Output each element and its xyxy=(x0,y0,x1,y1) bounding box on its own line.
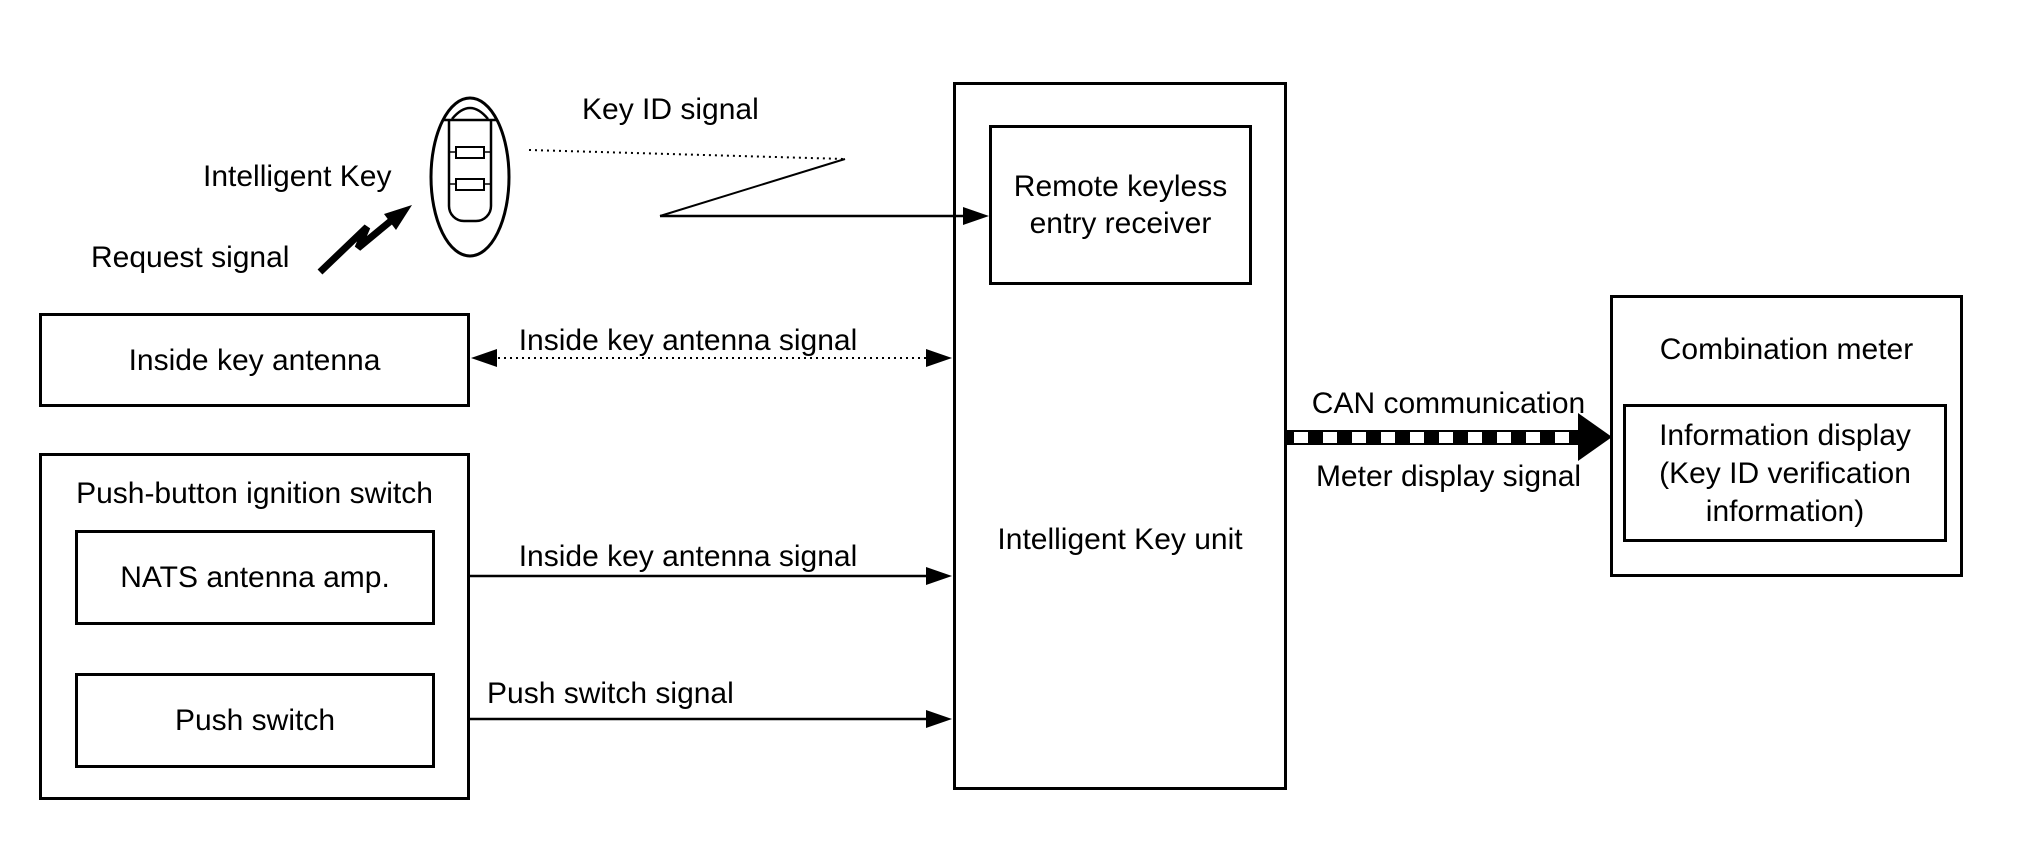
information-display-box: Information display (Key ID verification… xyxy=(1623,404,1947,542)
key-fob-icon xyxy=(429,96,511,258)
push-switch-box: Push switch xyxy=(75,673,435,768)
combination-meter-label: Combination meter xyxy=(1659,333,1914,366)
information-display-line-1: Information display xyxy=(1659,419,1911,452)
inside-key-antenna-box-label: Inside key antenna xyxy=(128,343,381,377)
key-id-signal-line xyxy=(528,149,989,225)
meter-display-signal-label: Meter display signal xyxy=(1315,460,1582,493)
nats-inside-key-antenna-signal-label: Inside key antenna signal xyxy=(518,540,858,573)
information-display-line-3: information) xyxy=(1705,495,1865,528)
intelligent-key-label: Intelligent Key xyxy=(203,160,392,193)
key-id-signal-label: Key ID signal xyxy=(582,93,759,126)
inside-key-antenna-signal-arrow xyxy=(471,349,952,367)
request-signal-arrow-icon xyxy=(317,205,412,275)
push-button-ignition-switch-label: Push-button ignition switch xyxy=(76,477,433,510)
can-communication-arrow xyxy=(1287,413,1612,461)
intelligent-key-unit-label: Intelligent Key unit xyxy=(997,523,1243,556)
nats-antenna-amp-label: NATS antenna amp. xyxy=(120,561,390,594)
inside-key-antenna-box: Inside key antenna xyxy=(39,313,470,407)
remote-keyless-entry-receiver-box: Remote keyless entry receiver xyxy=(989,125,1252,285)
push-switch-label: Push switch xyxy=(174,704,336,737)
can-communication-label: CAN communication xyxy=(1311,387,1586,420)
remote-keyless-entry-receiver-label: Remote keyless entry receiver xyxy=(1013,170,1228,240)
information-display-line-2: (Key ID verification xyxy=(1659,457,1911,490)
nats-antenna-amp-box: NATS antenna amp. xyxy=(75,530,435,625)
push-switch-signal-arrow xyxy=(435,710,952,728)
request-signal-label: Request signal xyxy=(91,241,290,274)
intelligent-key-unit-box: Intelligent Key unit xyxy=(953,82,1287,790)
inside-key-antenna-signal-label: Inside key antenna signal xyxy=(518,324,858,357)
push-switch-signal-label: Push switch signal xyxy=(487,677,734,710)
